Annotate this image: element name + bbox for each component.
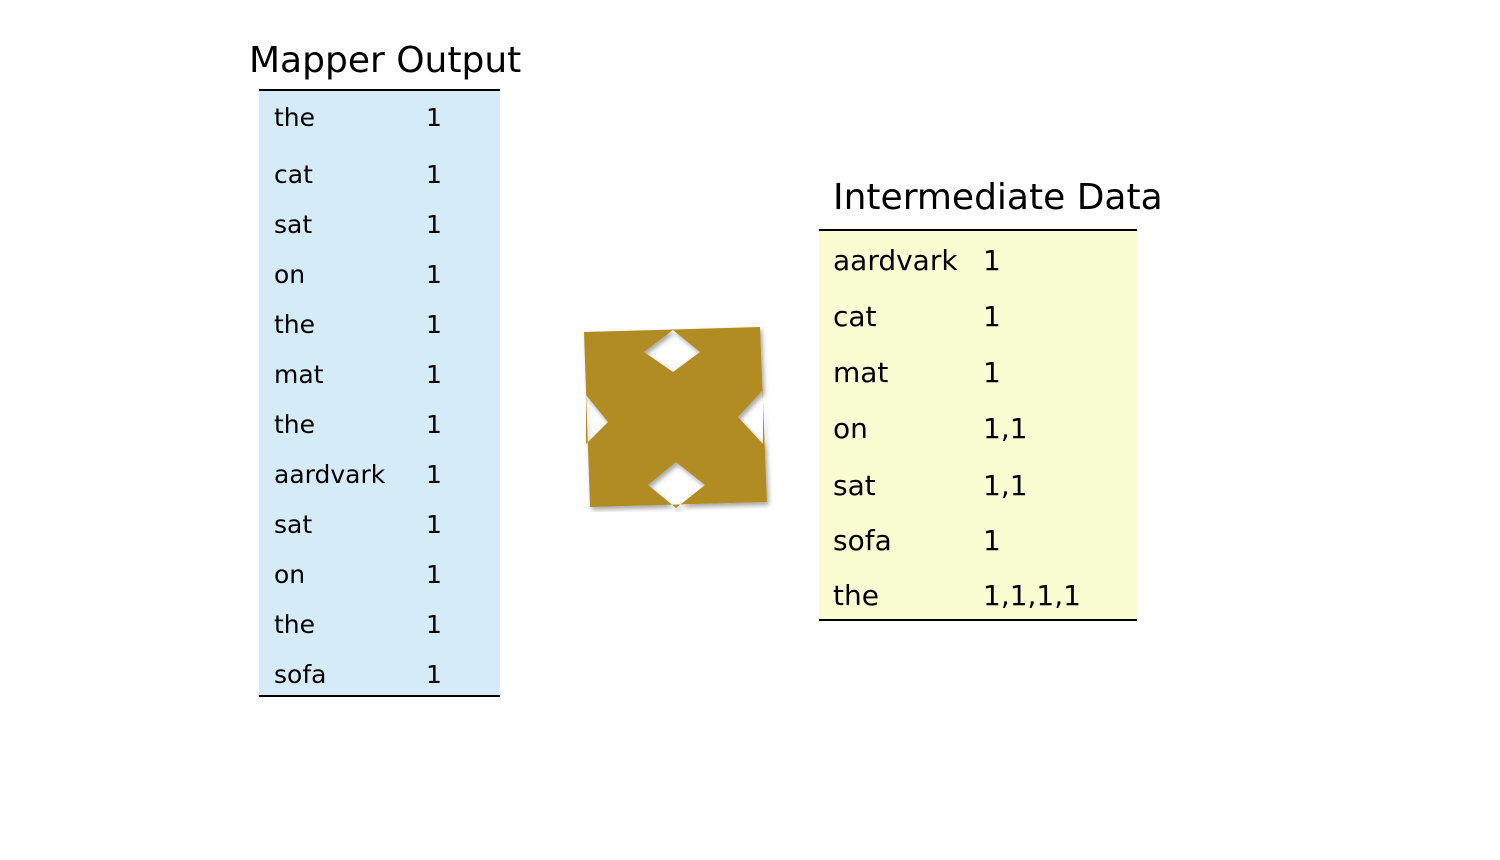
row-value: 1 — [426, 610, 442, 639]
row-key: the — [833, 579, 879, 612]
row-value: 1,1 — [983, 412, 1028, 445]
row-key: aardvark — [833, 244, 958, 277]
row-key: on — [274, 560, 306, 589]
row-key: sofa — [274, 660, 327, 689]
row-key: on — [274, 260, 306, 289]
intermediate-data-title: Intermediate Data — [833, 177, 1163, 218]
row-value: 1 — [426, 460, 442, 489]
row-key: sat — [274, 510, 313, 539]
row-key: cat — [274, 160, 313, 189]
row-value: 1 — [426, 210, 442, 239]
row-value: 1 — [983, 244, 1001, 277]
row-value: 1,1 — [983, 469, 1028, 502]
row-value: 1 — [426, 510, 442, 539]
row-value: 1 — [426, 310, 442, 339]
row-value: 1 — [426, 260, 442, 289]
row-key: the — [274, 103, 316, 132]
row-key: the — [274, 610, 316, 639]
row-key: the — [274, 410, 316, 439]
row-value: 1 — [426, 360, 442, 389]
shuffle-arrows-icon — [584, 327, 767, 508]
row-key: sat — [274, 210, 313, 239]
intermediate-data-table: aardvark 1 cat 1 mat 1 on 1,1 sat 1,1 sofa 1 the 1,1,… — [819, 229, 1137, 621]
row-value: 1 — [426, 410, 442, 439]
row-value: 1,1,1,1 — [983, 579, 1081, 612]
row-value: 1 — [983, 524, 1001, 557]
row-value: 1 — [983, 356, 1001, 389]
row-key: on — [833, 412, 868, 445]
row-value: 1 — [426, 103, 442, 132]
row-key: mat — [833, 356, 889, 389]
row-key: the — [274, 310, 316, 339]
row-key: sofa — [833, 524, 892, 557]
shuffle-arrows-shape — [584, 327, 767, 508]
row-value: 1 — [983, 300, 1001, 333]
row-value: 1 — [426, 160, 442, 189]
mapper-output-table: the 1 cat 1 sat 1 on 1 the 1 mat 1 the 1 aardvark 1 sat 1… — [259, 89, 500, 697]
row-key: cat — [833, 300, 877, 333]
row-key: sat — [833, 469, 876, 502]
mapper-output-title: Mapper Output — [249, 40, 522, 81]
row-value: 1 — [426, 560, 442, 589]
row-key: mat — [274, 360, 324, 389]
row-key: aardvark — [274, 460, 386, 489]
row-value: 1 — [426, 660, 442, 689]
